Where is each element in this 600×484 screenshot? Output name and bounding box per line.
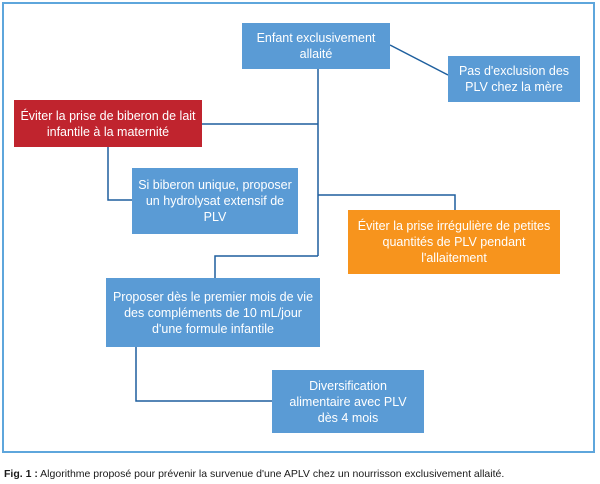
connector-to-single-bottle (107, 147, 132, 201)
node-single-bottle-label: Si biberon unique, proposer un hydrolysa… (138, 178, 292, 224)
node-first-month-label: Proposer dès le premier mois de vie des … (112, 289, 314, 336)
figure-caption: Fig. 1 : Algorithme proposé pour préveni… (4, 468, 504, 480)
figure-caption-text: Algorithme proposé pour prévenir la surv… (37, 468, 505, 480)
node-avoid-irregular: Éviter la prise irrégulière de petites q… (348, 210, 560, 274)
node-single-bottle: Si biberon unique, proposer un hydrolysa… (132, 168, 298, 234)
node-no-exclusion: Pas d'exclusion des PLV chez la mère (448, 56, 580, 102)
node-avoid-bottle: Éviter la prise de biberon de lait infan… (14, 100, 202, 147)
connector-to-first-month (214, 255, 318, 278)
connector-to-no-exclusion (389, 44, 449, 76)
figure-caption-label: Fig. 1 : (4, 468, 38, 480)
node-diversification: Diversification alimentaire avec PLV dès… (272, 370, 424, 433)
node-start-label: Enfant exclusivement allaité (256, 31, 376, 61)
node-avoid-irregular-label: Éviter la prise irrégulière de petites q… (357, 219, 551, 265)
node-start: Enfant exclusivement allaité (242, 23, 390, 69)
node-no-exclusion-label: Pas d'exclusion des PLV chez la mère (458, 64, 570, 94)
connector-to-diversification (135, 347, 272, 402)
node-first-month: Proposer dès le premier mois de vie des … (106, 278, 320, 347)
node-avoid-bottle-label: Éviter la prise de biberon de lait infan… (20, 108, 196, 139)
figure-frame (2, 2, 595, 453)
node-diversification-label: Diversification alimentaire avec PLV dès… (289, 378, 407, 425)
connector-to-avoid-irregular (318, 194, 456, 210)
